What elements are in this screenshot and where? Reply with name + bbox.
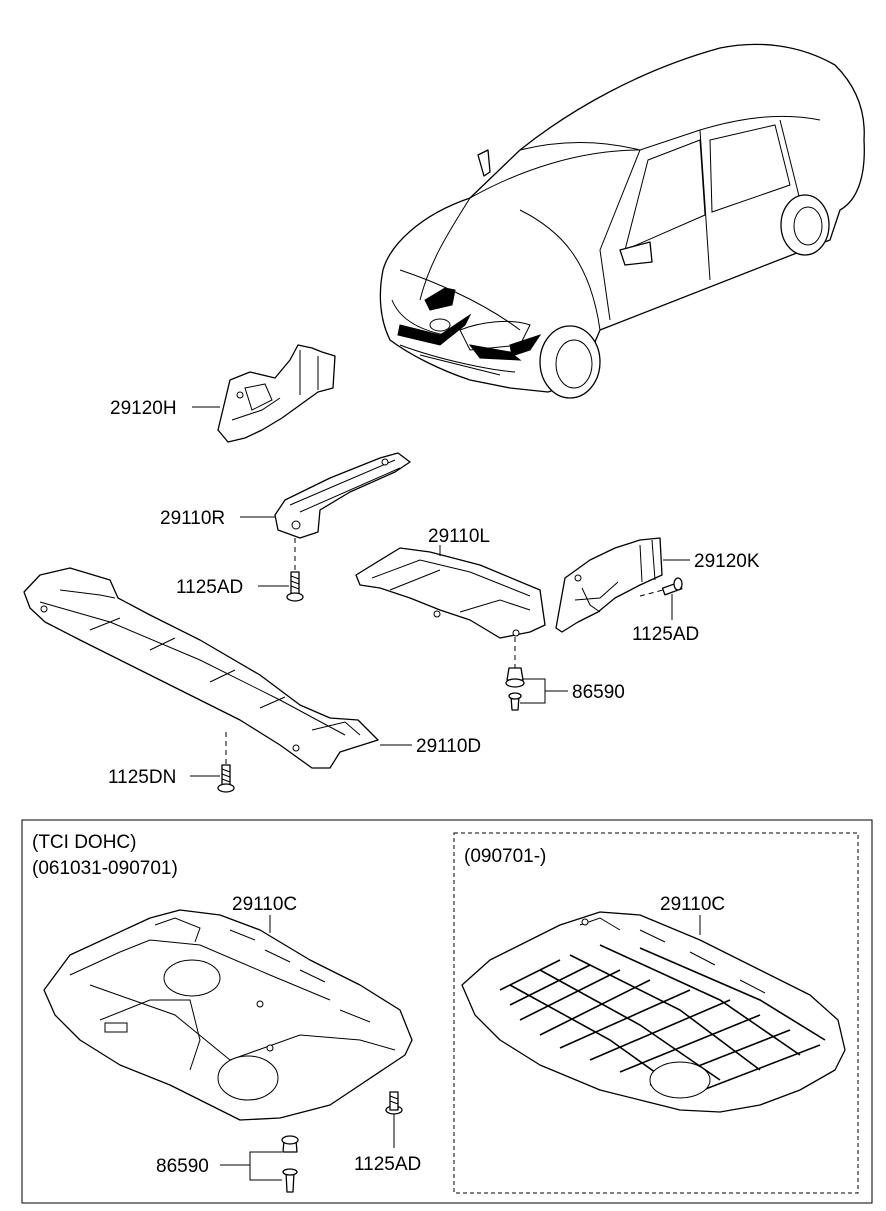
bolt-1125AD-right bbox=[661, 577, 683, 596]
label-tci-dohc: (TCI DOHC) bbox=[32, 832, 136, 853]
bolt-1125DN bbox=[217, 764, 235, 793]
label-29110L: 29110L bbox=[428, 526, 490, 547]
cover-29110C-left-drawing bbox=[43, 909, 413, 1121]
part-29110D-drawing bbox=[23, 567, 379, 769]
part-29110R-drawing bbox=[274, 452, 411, 539]
label-date-range-left: (061031-090701) bbox=[32, 858, 178, 879]
label-29110D: 29110D bbox=[416, 736, 481, 757]
label-86590-left: 86590 bbox=[156, 1156, 209, 1177]
cover-29110C-right-drawing bbox=[461, 911, 846, 1113]
label-1125AD-left: 1125AD bbox=[354, 1154, 421, 1175]
car-illustration bbox=[379, 43, 865, 399]
clip-86590-left bbox=[281, 1135, 299, 1193]
label-29110R: 29110R bbox=[160, 508, 225, 529]
clip-86590-top bbox=[505, 667, 525, 711]
part-29120K-drawing bbox=[555, 537, 663, 633]
box-right-border bbox=[453, 832, 859, 1194]
label-1125DN: 1125DN bbox=[108, 767, 176, 788]
label-86590-top: 86590 bbox=[572, 682, 625, 703]
label-1125AD-top: 1125AD bbox=[176, 577, 243, 598]
label-29110C-left: 29110C bbox=[232, 894, 297, 915]
label-1125AD-right: 1125AD bbox=[632, 624, 699, 645]
bolt-1125AD-left bbox=[385, 1091, 403, 1115]
bolt-1125AD-top bbox=[286, 571, 304, 602]
part-29110L-drawing bbox=[355, 547, 546, 639]
label-29110C-right: 29110C bbox=[660, 894, 725, 915]
label-date-range-right: (090701-) bbox=[464, 846, 546, 867]
box-left-border bbox=[21, 819, 873, 1204]
label-29120H: 29120H bbox=[110, 398, 177, 419]
part-29120H-drawing bbox=[217, 344, 336, 443]
label-29120K: 29120K bbox=[694, 551, 760, 572]
